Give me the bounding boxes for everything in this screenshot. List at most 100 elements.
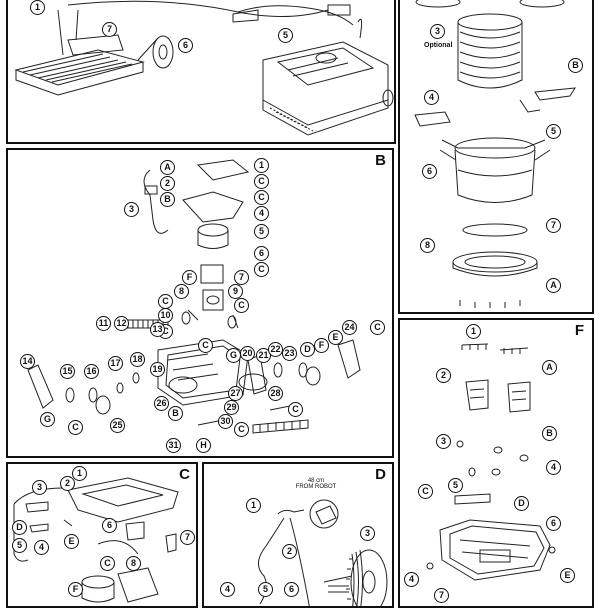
panel-label-f: F bbox=[574, 322, 584, 339]
callout-b-22: 22 bbox=[268, 342, 283, 357]
callout-b-C10: C bbox=[288, 402, 303, 417]
robot-exploded-drawing bbox=[27, 159, 361, 434]
callout-b-C9: C bbox=[68, 420, 83, 435]
callout-a-7: 7 bbox=[102, 22, 117, 37]
callout-c-2: 2 bbox=[60, 476, 75, 491]
callout-f-2: 2 bbox=[436, 368, 451, 383]
callout-e-B: B bbox=[568, 58, 583, 73]
callout-b-E: E bbox=[328, 330, 343, 345]
callout-b-1: 1 bbox=[254, 158, 269, 173]
callout-b-25: 25 bbox=[110, 418, 125, 433]
callout-b-G2: G bbox=[40, 412, 55, 427]
callout-b-19: 19 bbox=[150, 362, 165, 377]
callout-b-C5: C bbox=[234, 298, 249, 313]
callout-f-4b: 4 bbox=[404, 572, 419, 587]
optional-label: Optional bbox=[424, 42, 453, 49]
callout-b-8: 8 bbox=[174, 284, 189, 299]
callout-f-7: 7 bbox=[434, 588, 449, 603]
callout-e-A: A bbox=[546, 278, 561, 293]
callout-b-A: A bbox=[160, 160, 175, 175]
callout-a-1: 1 bbox=[30, 0, 45, 15]
caddy-and-robot-drawing bbox=[14, 0, 394, 136]
callout-b-24: 24 bbox=[342, 320, 357, 335]
callout-b-9: 9 bbox=[228, 284, 243, 299]
callout-d-6: 6 bbox=[284, 582, 299, 597]
callout-b-18: 18 bbox=[130, 352, 145, 367]
callout-c-F: F bbox=[68, 582, 83, 597]
callout-c-3: 3 bbox=[32, 480, 47, 495]
panel-c-top-cover: C 1 2 3 D E 4 5 6 7 8 C F bbox=[6, 462, 198, 608]
callout-d-2: 2 bbox=[282, 544, 297, 559]
panel-b-robot-exploded: B bbox=[6, 148, 394, 458]
cable-drawing bbox=[258, 499, 388, 606]
panel-filter-exploded: 3 Optional B 4 5 6 7 8 A bbox=[398, 0, 594, 314]
callout-f-A: A bbox=[542, 360, 557, 375]
callout-b-3: 3 bbox=[124, 202, 139, 217]
filter-exploded-drawing bbox=[414, 0, 576, 308]
callout-b-29: 29 bbox=[224, 400, 239, 415]
callout-c-5: 5 bbox=[12, 538, 27, 553]
callout-b-21: 21 bbox=[256, 348, 271, 363]
callout-b-10: 10 bbox=[158, 308, 173, 323]
callout-c-1: 1 bbox=[72, 466, 87, 481]
callout-e-6: 6 bbox=[422, 164, 437, 179]
callout-d-3: 3 bbox=[360, 526, 375, 541]
callout-b-C2: C bbox=[254, 190, 269, 205]
callout-b-31: 31 bbox=[166, 438, 181, 453]
callout-b-15: 15 bbox=[60, 364, 75, 379]
callout-f-1: 1 bbox=[466, 324, 481, 339]
callout-e-3: 3 bbox=[430, 24, 445, 39]
callout-d-5: 5 bbox=[258, 582, 273, 597]
panel-label-c: C bbox=[179, 466, 190, 483]
callout-f-4: 4 bbox=[546, 460, 561, 475]
callout-b-2: 2 bbox=[160, 176, 175, 191]
callout-b-C7: C bbox=[198, 338, 213, 353]
callout-b-D: D bbox=[300, 342, 315, 357]
callout-b-6: 6 bbox=[254, 246, 269, 261]
callout-b-B: B bbox=[160, 192, 175, 207]
callout-c-6: 6 bbox=[102, 518, 117, 533]
callout-c-C: C bbox=[100, 556, 115, 571]
callout-b-C3: C bbox=[254, 262, 269, 277]
callout-b-H: H bbox=[196, 438, 211, 453]
callout-b-5: 5 bbox=[254, 224, 269, 239]
callout-b-14: 14 bbox=[20, 354, 35, 369]
callout-f-C: C bbox=[418, 484, 433, 499]
panel-d-cable: D 48 cm FROM ROBOT 1 2 3 4 5 6 bbox=[202, 462, 394, 608]
cable-distance-ref: FROM ROBOT bbox=[295, 484, 337, 490]
cable-distance-note: 48 cm FROM ROBOT bbox=[286, 478, 346, 490]
callout-b-C8: C bbox=[370, 320, 385, 335]
callout-d-1: 1 bbox=[246, 498, 261, 513]
chassis-drawing bbox=[426, 343, 556, 581]
cable-distance-value: 48 cm bbox=[307, 478, 325, 484]
callout-b-20: 20 bbox=[240, 346, 255, 361]
callout-c-7: 7 bbox=[180, 530, 195, 545]
callout-b-27: 27 bbox=[228, 386, 243, 401]
callout-c-4: 4 bbox=[34, 540, 49, 555]
callout-a-5: 5 bbox=[278, 28, 293, 43]
panel-label-d: D bbox=[375, 466, 386, 483]
callout-d-4: 4 bbox=[220, 582, 235, 597]
panel-f-chassis: F 1 2 A 3 B 4 C 5 D 6 E 7 4 bbox=[398, 318, 594, 608]
callout-b-28: 28 bbox=[268, 386, 283, 401]
callout-e-7: 7 bbox=[546, 218, 561, 233]
callout-f-5: 5 bbox=[448, 478, 463, 493]
callout-c-D: D bbox=[12, 520, 27, 535]
callout-b-F1: F bbox=[182, 270, 197, 285]
callout-f-D: D bbox=[514, 496, 529, 511]
callout-c-8: 8 bbox=[126, 556, 141, 571]
callout-b-17: 17 bbox=[108, 356, 123, 371]
callout-a-6: 6 bbox=[178, 38, 193, 53]
callout-b-16: 16 bbox=[84, 364, 99, 379]
callout-b-26: 26 bbox=[154, 396, 169, 411]
callout-b-4: 4 bbox=[254, 206, 269, 221]
callout-b-C4: C bbox=[158, 294, 173, 309]
callout-f-6: 6 bbox=[546, 516, 561, 531]
callout-b-B2: B bbox=[168, 406, 183, 421]
callout-b-13: 13 bbox=[150, 322, 165, 337]
callout-b-23: 23 bbox=[282, 346, 297, 361]
callout-b-7: 7 bbox=[234, 270, 249, 285]
callout-b-12: 12 bbox=[114, 316, 129, 331]
callout-b-C11: C bbox=[234, 422, 249, 437]
callout-e-5: 5 bbox=[546, 124, 561, 139]
